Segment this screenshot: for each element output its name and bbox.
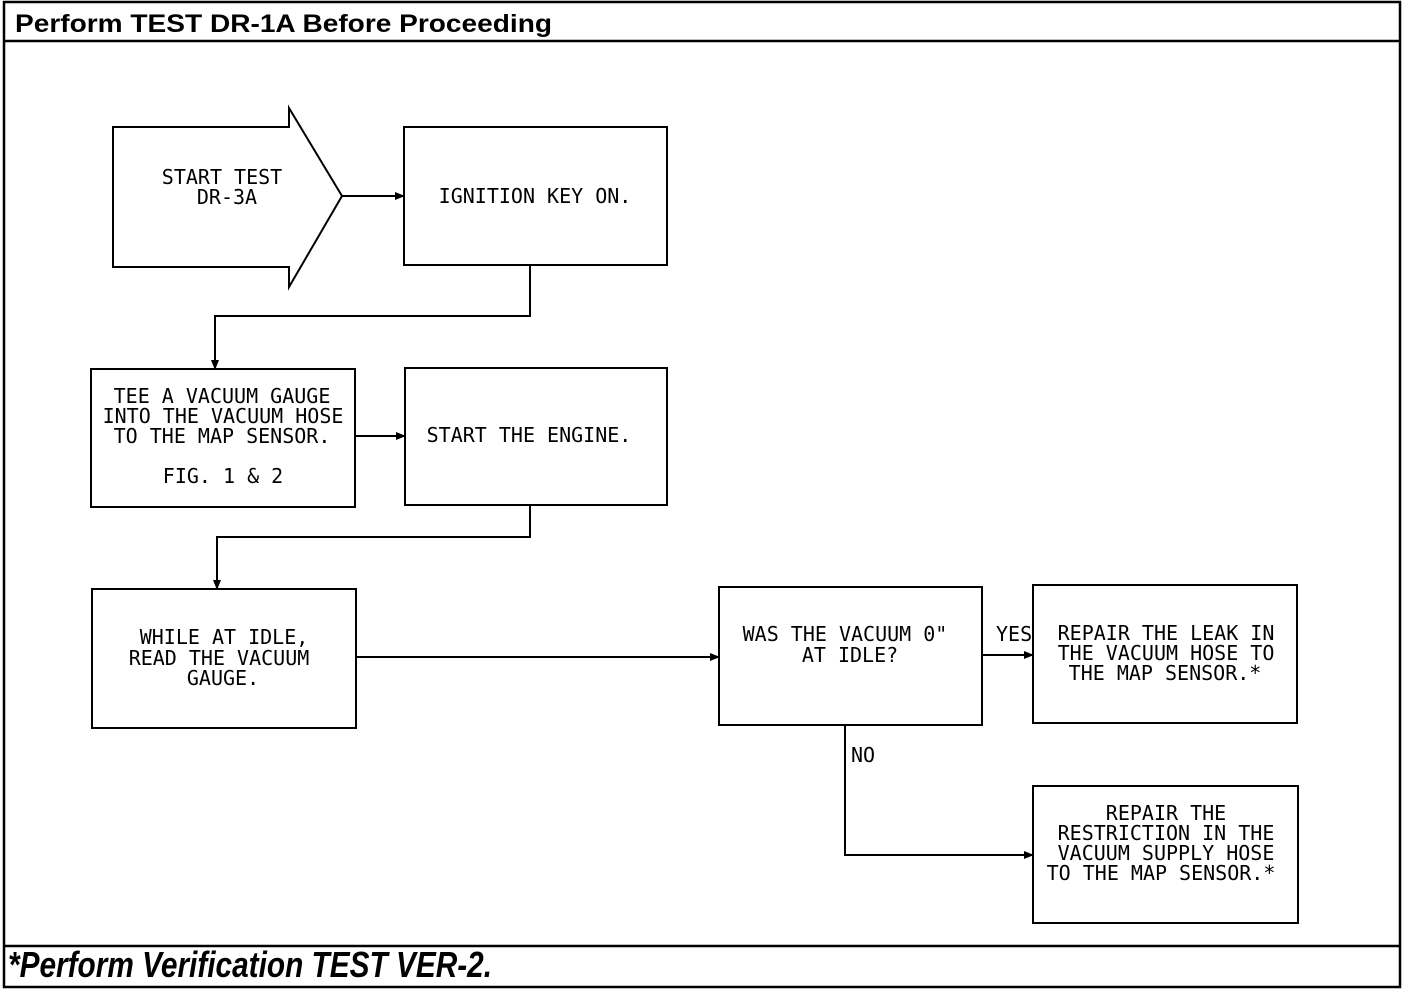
read-gauge-box <box>91 588 357 729</box>
start-test-node: START TEST DR-3A <box>112 104 344 291</box>
read-gauge-text-line-2: READ THE VACUUM <box>129 646 310 670</box>
no-branch-label: NO <box>851 743 875 767</box>
header-title: Perform TEST DR-1A Before Proceeding <box>15 10 552 38</box>
yes-branch-label: YES <box>996 622 1032 646</box>
read-gauge-node: WHILE AT IDLE, READ THE VACUUM GAUGE. <box>91 588 357 729</box>
tee-gauge-text-line-3: TO THE MAP SENSOR. <box>114 424 331 448</box>
footer-note: *Perform Verification TEST VER-2. <box>8 944 492 985</box>
repair-leak-text-line-3: THE MAP SENSOR.* <box>1069 661 1262 685</box>
ignition-key-node: IGNITION KEY ON. <box>403 126 668 266</box>
vacuum-decision-node: WAS THE VACUUM 0" AT IDLE? <box>718 586 983 726</box>
start-text-line-2: DR-3A <box>197 185 257 209</box>
start-arrow-shape <box>112 104 344 291</box>
tee-gauge-box <box>90 368 356 508</box>
read-gauge-text-line-1: WHILE AT IDLE, <box>140 625 309 649</box>
repair-restriction-text-line-1: REPAIR THE <box>1106 801 1226 825</box>
repair-restriction-text-line-3: VACUUM SUPPLY HOSE <box>1058 841 1275 865</box>
read-gauge-text-line-3: GAUGE. <box>187 666 259 690</box>
repair-leak-text-line-2: THE VACUUM HOSE TO <box>1058 641 1275 665</box>
start-engine-box <box>404 367 668 506</box>
connector-decision-no <box>844 725 1034 859</box>
tee-gauge-text-line-1: TEE A VACUUM GAUGE <box>114 384 331 408</box>
ignition-text-line-1: IGNITION KEY ON. <box>439 184 632 208</box>
repair-restriction-text-line-2: RESTRICTION IN THE <box>1058 821 1275 845</box>
tee-gauge-text-line-2: INTO THE VACUUM HOSE <box>103 404 344 428</box>
tee-gauge-node: TEE A VACUUM GAUGE INTO THE VACUUM HOSE … <box>90 368 356 508</box>
tee-gauge-fig-ref: FIG. 1 & 2 <box>163 464 283 488</box>
connector-start-engine-to-read-gauge <box>213 505 531 590</box>
vacuum-decision-box <box>718 586 983 726</box>
repair-restriction-box <box>1032 785 1299 924</box>
ignition-key-box <box>403 126 668 266</box>
repair-leak-box <box>1032 584 1298 724</box>
repair-leak-node: REPAIR THE LEAK IN THE VACUUM HOSE TO TH… <box>1032 584 1298 724</box>
start-engine-node: START THE ENGINE. <box>404 367 668 506</box>
connector-ignition-to-tee-gauge <box>211 265 531 370</box>
decision-text-line-1: WAS THE VACUUM 0" <box>743 622 948 646</box>
decision-text-line-2: AT IDLE? <box>802 643 898 667</box>
repair-restriction-text-line-4: TO THE MAP SENSOR.* <box>1047 861 1276 885</box>
start-engine-text-line-1: START THE ENGINE. <box>427 423 632 447</box>
start-text-line-1: START TEST <box>162 165 282 189</box>
repair-leak-text-line-1: REPAIR THE LEAK IN <box>1058 621 1275 645</box>
repair-restriction-node: REPAIR THE RESTRICTION IN THE VACUUM SUP… <box>1032 785 1299 924</box>
